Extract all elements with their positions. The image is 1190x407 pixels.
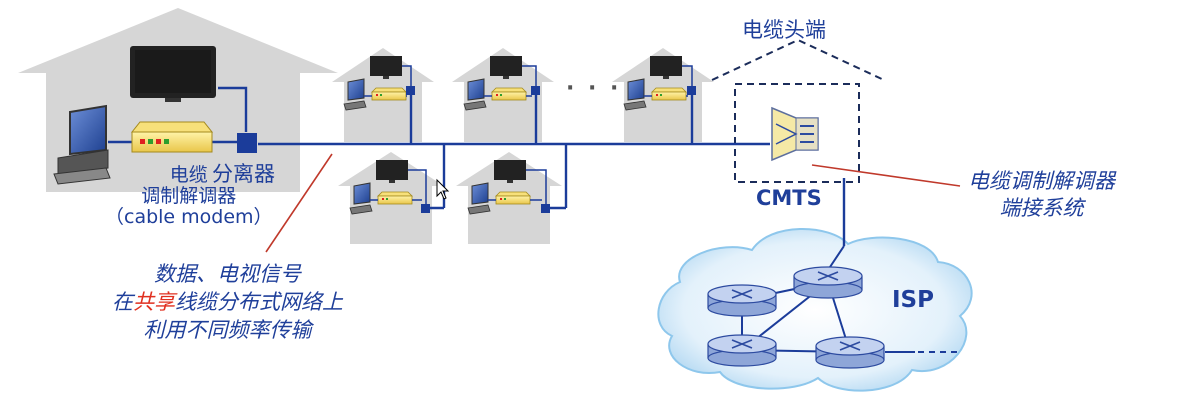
cable-network bbox=[108, 86, 846, 246]
cable-modem-label: 电缆 调制解调器 （cable modem） bbox=[105, 165, 273, 228]
note-line2-prefix: 在 bbox=[112, 290, 133, 314]
headend-label: 电缆头端 bbox=[742, 18, 826, 42]
house-devices-4 bbox=[349, 160, 430, 215]
house-devices-2 bbox=[463, 56, 540, 111]
cable-modem-label-line2: 调制解调器 bbox=[141, 185, 237, 207]
note-line1: 数据、电视信号 bbox=[154, 262, 301, 286]
cmts-label: CMTS bbox=[756, 186, 822, 210]
annotation-lines bbox=[265, 153, 961, 253]
house-devices-3 bbox=[623, 56, 696, 111]
cmts-description-line2: 端接系统 bbox=[999, 196, 1084, 220]
router-icon-3 bbox=[707, 334, 777, 367]
headend-house bbox=[711, 38, 885, 183]
isp-label: ISP bbox=[892, 287, 934, 313]
splitter-box bbox=[237, 133, 257, 153]
note-line2: 在共享线缆分布式网络上 bbox=[112, 288, 343, 316]
house-devices-5 bbox=[467, 160, 550, 215]
splitter-label: 分离器 bbox=[212, 162, 275, 186]
cmts-description: 电缆调制解调器 端接系统 bbox=[968, 168, 1115, 222]
cable-modem-icon bbox=[130, 121, 214, 153]
ellipsis-label: · · · bbox=[566, 76, 622, 101]
router-icon-4 bbox=[815, 336, 885, 369]
cmts-description-line1: 电缆调制解调器 bbox=[968, 169, 1115, 193]
tv-icon bbox=[130, 46, 216, 102]
note-highlight: 共享 bbox=[133, 290, 175, 314]
cable-modem-label-line3: （cable modem） bbox=[105, 206, 273, 228]
router-icon-2 bbox=[793, 266, 863, 299]
note-line3: 利用不同频率传输 bbox=[143, 318, 312, 342]
mouse-cursor-icon bbox=[436, 178, 450, 200]
computer-icon bbox=[53, 104, 111, 185]
cable-modem-label-line1: 电缆 bbox=[169, 164, 208, 186]
router-icon-1 bbox=[707, 284, 777, 317]
note-line2-suffix: 线缆分布式网络上 bbox=[175, 290, 343, 314]
cmts-device bbox=[771, 106, 819, 162]
shared-cable-note: 数据、电视信号 在共享线缆分布式网络上 利用不同频率传输 bbox=[112, 260, 343, 344]
house-devices-1 bbox=[343, 56, 415, 111]
